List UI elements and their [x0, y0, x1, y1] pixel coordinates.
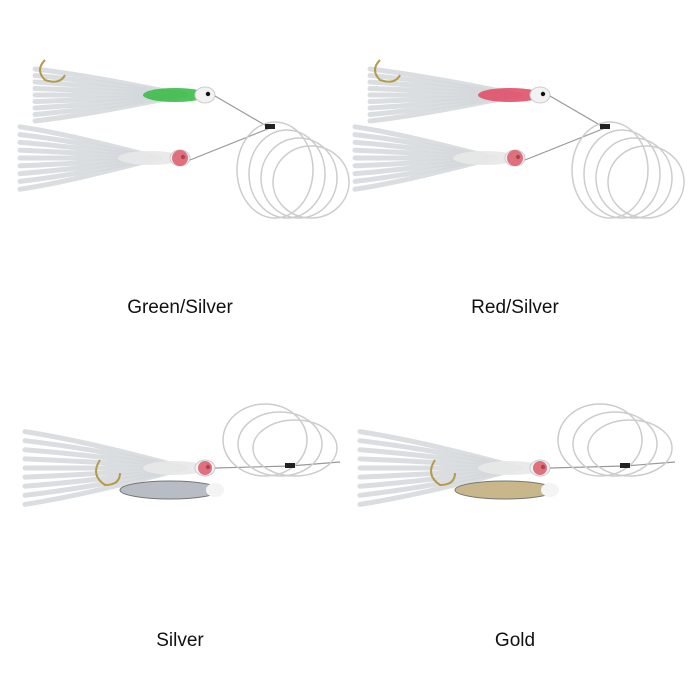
- lure-image: [22, 403, 341, 507]
- hook-icon: [95, 459, 121, 487]
- crimp: [600, 124, 610, 129]
- lure-body: [143, 461, 207, 475]
- line-loop: [587, 419, 673, 477]
- line-loop: [260, 137, 338, 219]
- line-loop: [237, 411, 323, 477]
- lure-image: [357, 403, 676, 507]
- lure-body: [454, 480, 556, 500]
- eye: [540, 91, 546, 97]
- lure-image: [17, 59, 350, 219]
- line-loop: [595, 137, 673, 219]
- line-loop: [252, 419, 338, 477]
- lure-head: [206, 483, 224, 497]
- line-loop: [222, 403, 308, 477]
- variant-green-silver: Green/Silver: [10, 0, 350, 330]
- lure-head: [541, 483, 559, 497]
- head-accent: [198, 461, 212, 475]
- variant-label: Green/Silver: [127, 297, 233, 318]
- lure-image: [352, 59, 685, 219]
- lure-body: [119, 480, 221, 500]
- variant-label: Silver: [156, 630, 204, 651]
- lure-body: [478, 88, 542, 102]
- variant-label: Gold: [494, 630, 536, 651]
- eye: [205, 91, 211, 97]
- line-loop: [571, 121, 649, 219]
- hook-icon: [374, 59, 401, 83]
- hook-icon: [430, 459, 456, 487]
- crimp: [620, 463, 630, 468]
- lure-head: [529, 86, 551, 104]
- variant-silver: Silver: [10, 350, 350, 680]
- variant-red-silver: Red/Silver: [345, 0, 685, 330]
- line-loop: [248, 129, 326, 219]
- head-accent: [533, 461, 547, 475]
- crimp: [265, 124, 275, 129]
- lure-body: [478, 461, 542, 475]
- variant-gold: Gold: [345, 350, 685, 680]
- line-loop: [607, 145, 685, 219]
- leader-line: [524, 95, 607, 161]
- leader-line: [189, 95, 272, 161]
- hook-icon: [39, 59, 66, 83]
- line-loop: [272, 145, 350, 219]
- lure-body: [118, 151, 182, 165]
- variant-label: Red/Silver: [471, 297, 559, 318]
- head-accent: [507, 150, 523, 166]
- head-accent: [172, 150, 188, 166]
- crimp: [285, 463, 295, 468]
- lure-body: [453, 151, 517, 165]
- line-loop: [572, 411, 658, 477]
- line-loop: [557, 403, 643, 477]
- lure-body: [143, 88, 207, 102]
- line-loop: [236, 121, 314, 219]
- line-loop: [583, 129, 661, 219]
- lure-head: [194, 86, 216, 104]
